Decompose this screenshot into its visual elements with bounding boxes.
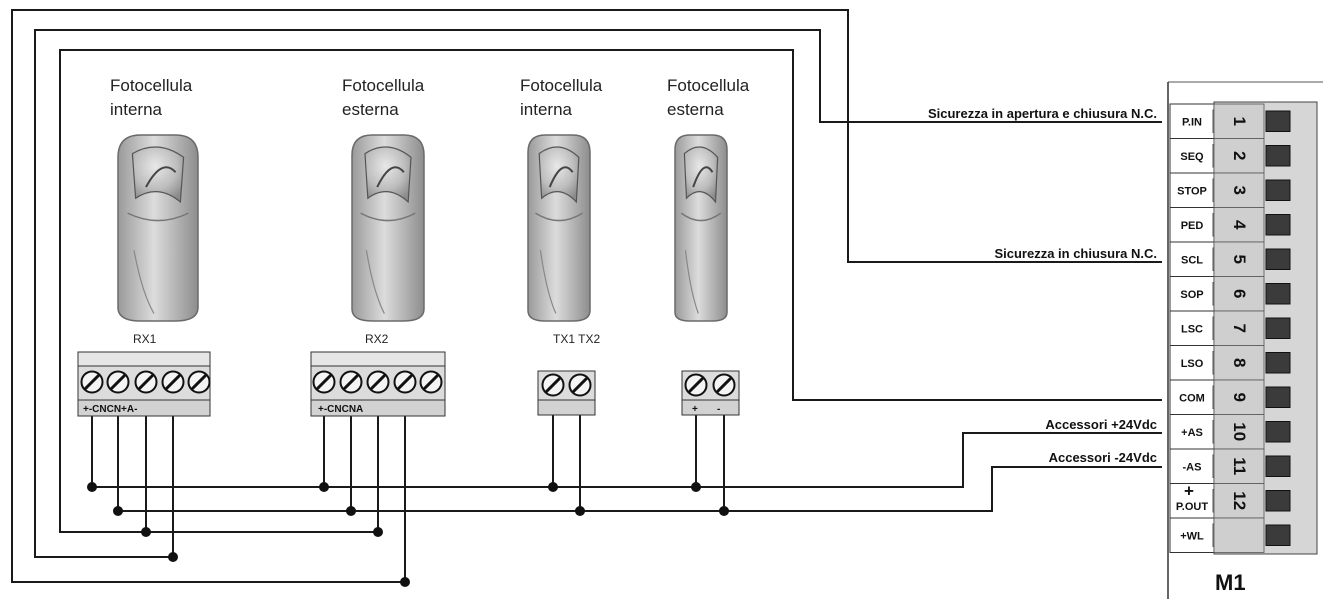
terminal-row: PED 4 [1169, 207, 1291, 243]
terminal-label: +AS [1181, 427, 1203, 439]
terminal-label: PED [1181, 220, 1204, 232]
rx2-terminals: +-CNCNA [318, 404, 363, 415]
terminal-number: 6 [1230, 289, 1249, 298]
rx2-screw-icons [312, 370, 443, 394]
board-name: M1 [1215, 570, 1246, 595]
tx2-screw-icons [684, 373, 736, 397]
sensor-4-line1: Fotocellula [667, 76, 750, 95]
sensor-1-line1: Fotocellula [110, 76, 193, 95]
photocell-2-icon [351, 134, 425, 322]
pout-plus-label: + [1184, 482, 1194, 501]
terminal-row: +WL [1169, 517, 1291, 553]
junction-dots [87, 482, 729, 587]
terminal-row: SCL 5 [1169, 241, 1291, 277]
annotation-acc-minus: Accessori -24Vdc [1049, 450, 1157, 465]
terminal-label: SCL [1181, 254, 1203, 266]
terminal-label: P.IN [1182, 116, 1202, 128]
terminal-number: 12 [1230, 491, 1249, 510]
sensor-3-line1: Fotocellula [520, 76, 603, 95]
terminal-number: 5 [1230, 255, 1249, 264]
terminal-number: 7 [1230, 324, 1249, 333]
terminal-number: 4 [1230, 220, 1249, 230]
sensor-labels: Fotocellula interna Fotocellula esterna … [110, 76, 750, 119]
terminal-row: STOP 3 [1169, 172, 1291, 208]
annotation-safety-close: Sicurezza in chiusura N.C. [994, 246, 1157, 261]
rx1-terminals: +-CNCN+A- [83, 404, 137, 415]
tx2-plus-label: + [692, 404, 698, 415]
terminal-row: SOP 6 [1169, 276, 1291, 312]
terminal-label: COM [1179, 392, 1205, 404]
terminal-row: LSC 7 [1169, 310, 1291, 346]
terminal-label: LSC [1181, 323, 1203, 335]
terminal-number: 9 [1230, 393, 1249, 402]
photocell-3-icon [527, 134, 591, 322]
terminal-row: COM 9 [1169, 379, 1291, 415]
sensor-4-line2: esterna [667, 100, 724, 119]
photocells [117, 134, 728, 322]
annotation-acc-plus: Accessori +24Vdc [1045, 417, 1157, 432]
terminal-label: -AS [1183, 461, 1202, 473]
rx2-terminal-block: +-CNCNA [310, 351, 446, 417]
terminal-number: 8 [1230, 358, 1249, 367]
terminal-row: P.IN 1 [1169, 103, 1291, 139]
terminal-number: 2 [1230, 151, 1249, 160]
terminal-number: 1 [1230, 117, 1249, 126]
outer-wires [11, 9, 1162, 583]
terminal-number: 3 [1230, 186, 1249, 195]
terminal-label: P.OUT [1176, 501, 1208, 513]
rx1-screw-icons [80, 370, 211, 394]
photocell-1-icon [117, 134, 199, 322]
terminal-label: STOP [1177, 185, 1207, 197]
rx1-terminal-block: +-CNCN+A- [77, 351, 211, 417]
terminal-label: LSO [1181, 358, 1204, 370]
terminal-label: +WL [1180, 530, 1204, 542]
tx-label: TX1 TX2 [553, 332, 600, 346]
tx1-screw-icons [541, 373, 592, 397]
sensor-2-line2: esterna [342, 100, 399, 119]
photocell-4-icon [674, 134, 728, 322]
sensor-1-line2: interna [110, 100, 163, 119]
terminal-number: 11 [1230, 457, 1249, 475]
terminal-row: LSO 8 [1169, 345, 1291, 381]
sensor-2-line1: Fotocellula [342, 76, 425, 95]
terminal-number: 10 [1230, 422, 1249, 441]
sensor-3-line2: interna [520, 100, 573, 119]
rx2-label: RX2 [365, 332, 389, 346]
tx1-terminal-block [537, 370, 596, 416]
annotation-safety-open-close: Sicurezza in apertura e chiusura N.C. [928, 106, 1157, 121]
terminal-label: SOP [1180, 289, 1203, 301]
rx1-label: RX1 [133, 332, 157, 346]
tx2-terminal-block: + - [681, 370, 740, 416]
terminal-row: P.OUT 12 + [1169, 482, 1291, 519]
tx2-minus-label: - [717, 404, 720, 415]
terminal-label: SEQ [1180, 151, 1204, 163]
terminal-row: -AS 11 [1169, 448, 1291, 484]
